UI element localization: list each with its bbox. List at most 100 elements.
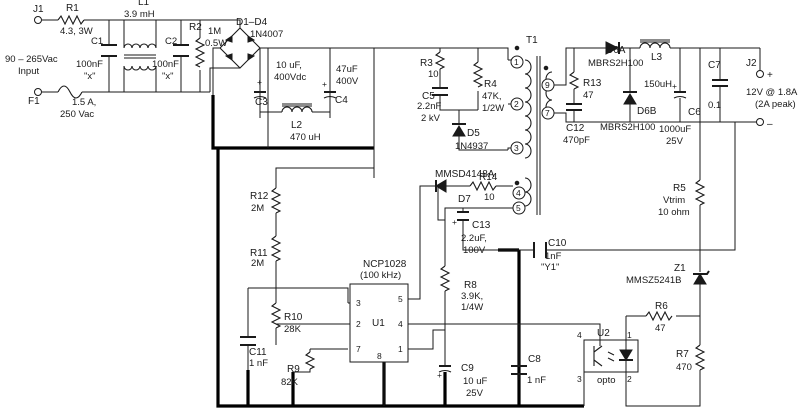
r11-ref: R11 bbox=[250, 248, 268, 259]
u1-ref: U1 bbox=[372, 318, 385, 329]
c1-ref: C1 bbox=[91, 36, 103, 47]
d1-d4-ref: D1–D4 bbox=[236, 17, 268, 28]
u2-pin-4: 4 bbox=[577, 330, 582, 340]
r10-ref: R10 bbox=[284, 312, 303, 323]
c8-ref: C8 bbox=[528, 354, 541, 365]
c4-polarity: + bbox=[322, 79, 327, 89]
l3-inductor-icon bbox=[639, 42, 671, 49]
r8-ref: R8 bbox=[464, 280, 477, 291]
c2-class: "x" bbox=[162, 71, 174, 82]
z1-value: MMSZ5241B bbox=[626, 275, 681, 286]
f1-fuse-icon bbox=[57, 85, 83, 99]
input-voltage-label: 90 – 265Vac bbox=[5, 54, 58, 65]
r7-value: 470 bbox=[676, 362, 692, 373]
u1-ncp1028-icon bbox=[349, 283, 409, 363]
r4-ref: R4 bbox=[484, 79, 497, 90]
d6a-ref: D6A bbox=[606, 45, 626, 56]
c9-ref: C9 bbox=[461, 363, 474, 374]
c7-capacitor-icon bbox=[712, 79, 728, 87]
u2-optocoupler-icon bbox=[583, 339, 639, 373]
t1-pin-7: 7 bbox=[545, 108, 550, 118]
u2-ref: U2 bbox=[597, 328, 610, 339]
r6-ref: R6 bbox=[655, 301, 668, 312]
r14-ref: R14 bbox=[479, 172, 498, 183]
c11-ref: C11 bbox=[249, 347, 267, 358]
c13-rating: 100V bbox=[463, 245, 486, 256]
c9-polarity: + bbox=[437, 370, 442, 380]
c13-capacitor-icon bbox=[457, 211, 469, 221]
r6-value: 47 bbox=[655, 323, 666, 334]
r3-value: 10 bbox=[428, 69, 439, 80]
u1-pin-5: 5 bbox=[398, 294, 403, 304]
r1-value: 4.3, 3W bbox=[60, 26, 93, 37]
r4-power: 1/2W bbox=[482, 103, 504, 114]
r10-resistor-icon bbox=[270, 302, 282, 329]
c7-value: 0.1 bbox=[708, 100, 721, 111]
r4-value: 47K, bbox=[482, 91, 502, 102]
u2-led-icon bbox=[619, 349, 633, 361]
r9-value: 82K bbox=[281, 377, 299, 388]
r11-resistor-icon bbox=[270, 235, 282, 262]
c7-ref: C7 bbox=[708, 60, 721, 71]
c4-value: 47uF bbox=[336, 64, 358, 75]
l3-value: 150uH bbox=[644, 79, 672, 90]
u1-pin-4: 4 bbox=[398, 319, 403, 329]
r11-value: 2M bbox=[251, 258, 264, 269]
l1-value: 3.9 mH bbox=[124, 9, 155, 20]
r8-power: 1/4W bbox=[461, 302, 483, 313]
d6b-value: MBRS2H100 bbox=[600, 122, 655, 133]
c3-polarity: + bbox=[257, 77, 262, 87]
c1-class: "x" bbox=[84, 71, 96, 82]
u2-pin-1: 1 bbox=[627, 330, 632, 340]
u2-pin-3: 3 bbox=[577, 374, 582, 384]
c10-class: "Y1" bbox=[541, 262, 559, 273]
r2-power: 0.5W bbox=[205, 38, 227, 49]
d1-d4-value: 1N4007 bbox=[250, 29, 283, 40]
c5-ref: C5 bbox=[422, 91, 435, 102]
c3-rating: 400Vdc bbox=[274, 72, 306, 83]
u2-value: opto bbox=[597, 375, 616, 386]
u1-pin-3: 3 bbox=[356, 298, 361, 308]
d6a-value: MBRS2H100 bbox=[588, 58, 643, 69]
t1-pin-1: 1 bbox=[514, 57, 519, 67]
l2-value: 470 uH bbox=[290, 132, 321, 143]
t1-ref: T1 bbox=[526, 35, 538, 46]
r2-ref: R2 bbox=[189, 22, 202, 33]
bridge-rectifier-icon bbox=[200, 19, 269, 148]
t1-pin-4: 4 bbox=[516, 188, 521, 198]
r14-resistor-icon bbox=[469, 180, 497, 192]
r13-resistor-icon bbox=[568, 71, 580, 90]
c9-capacitor-icon bbox=[438, 369, 452, 373]
c6-capacitor-icon bbox=[673, 95, 687, 99]
d5-value: 1N4937 bbox=[455, 141, 488, 152]
r5-ref: R5 bbox=[673, 183, 686, 194]
r3-resistor-icon bbox=[434, 51, 446, 70]
r5-resistor-icon bbox=[694, 179, 706, 206]
l3-ref: L3 bbox=[651, 52, 663, 63]
c3-ref: C3 bbox=[255, 97, 268, 108]
t1-pin-2: 2 bbox=[514, 99, 519, 109]
r7-resistor-icon bbox=[694, 344, 706, 371]
r5-extra: 10 ohm bbox=[658, 207, 690, 218]
u1-pin-8: 8 bbox=[377, 351, 382, 361]
u2-phototransistor-icon bbox=[593, 345, 603, 367]
c10-capacitor-icon bbox=[533, 242, 547, 258]
u1-pin-2: 2 bbox=[356, 319, 361, 329]
u1-pin-7: 7 bbox=[356, 344, 361, 354]
u1-part: NCP1028 bbox=[363, 259, 407, 270]
c4-rating: 400V bbox=[336, 76, 359, 87]
c6-value: 1000uF bbox=[659, 124, 691, 135]
r2-resistor-icon bbox=[194, 37, 206, 68]
c2-value: 100nF bbox=[152, 59, 179, 70]
c12-value: 470pF bbox=[563, 135, 590, 146]
d7-ref: D7 bbox=[458, 194, 471, 205]
f1-value: 1.5 A, bbox=[72, 97, 96, 108]
l1-ref: L1 bbox=[138, 0, 150, 8]
f1-terminal-icon bbox=[34, 88, 42, 96]
d6b-ref: D6B bbox=[637, 106, 657, 117]
r12-value: 2M bbox=[251, 203, 264, 214]
d6a-diode-icon bbox=[605, 41, 620, 55]
r6-resistor-icon bbox=[645, 310, 673, 322]
control-section: R12 2M R11 2M C11 1 nF R10 28K R9 82K NC… bbox=[240, 167, 639, 406]
t1-pin-9: 9 bbox=[545, 80, 550, 90]
